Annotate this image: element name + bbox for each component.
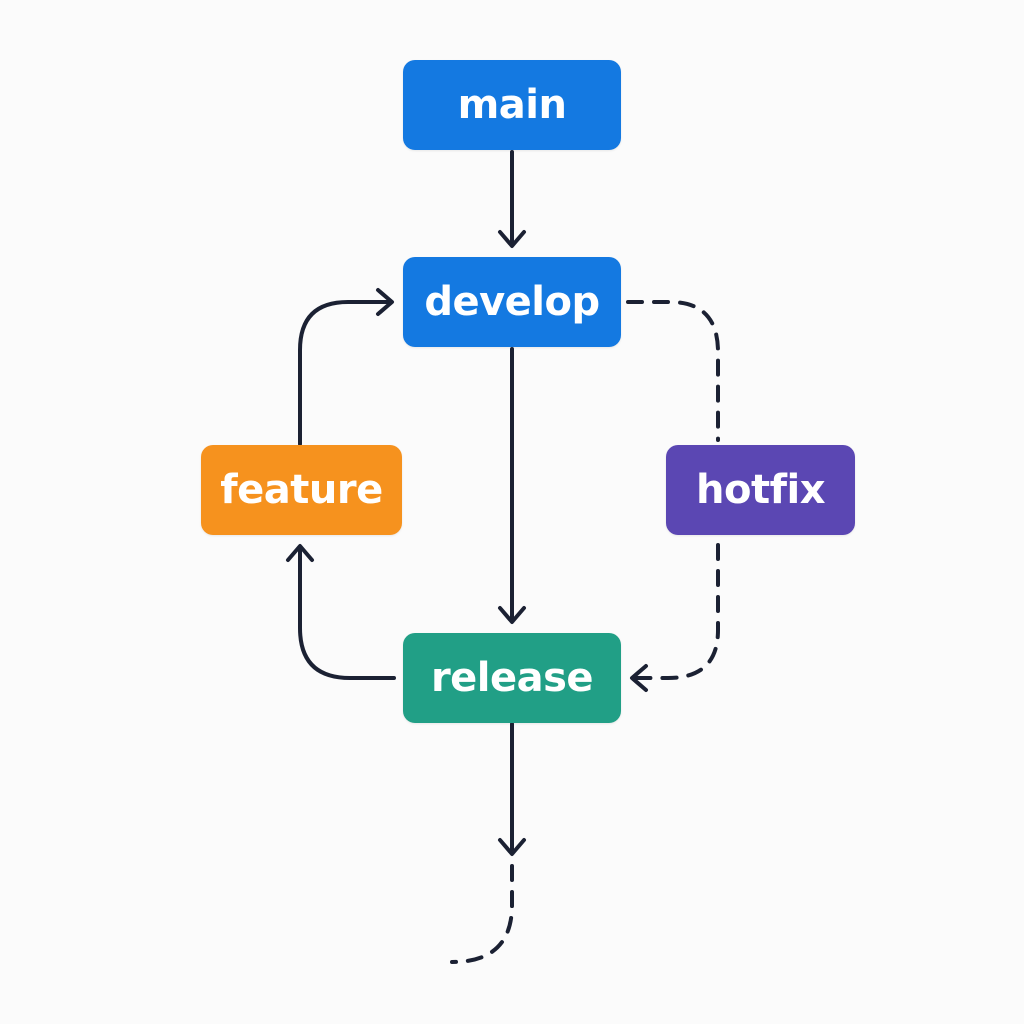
edge-release-continuation — [450, 722, 526, 964]
edge-develop-to-release — [498, 347, 526, 624]
node-hotfix-label: hotfix — [696, 467, 826, 513]
node-feature-label: feature — [220, 467, 383, 513]
edge-hotfix-to-release — [630, 543, 720, 692]
node-release-label: release — [430, 655, 594, 701]
node-main-label: main — [457, 82, 567, 128]
edge-develop-to-hotfix — [626, 300, 720, 442]
node-develop: develop — [403, 257, 621, 347]
node-main: main — [403, 60, 621, 150]
node-feature: feature — [201, 445, 402, 535]
edge-feature-to-develop — [298, 288, 394, 446]
node-hotfix: hotfix — [666, 445, 855, 535]
node-develop-label: develop — [424, 279, 600, 325]
node-release: release — [403, 633, 621, 723]
edge-release-to-feature — [286, 544, 396, 680]
edge-main-to-develop — [498, 150, 526, 248]
